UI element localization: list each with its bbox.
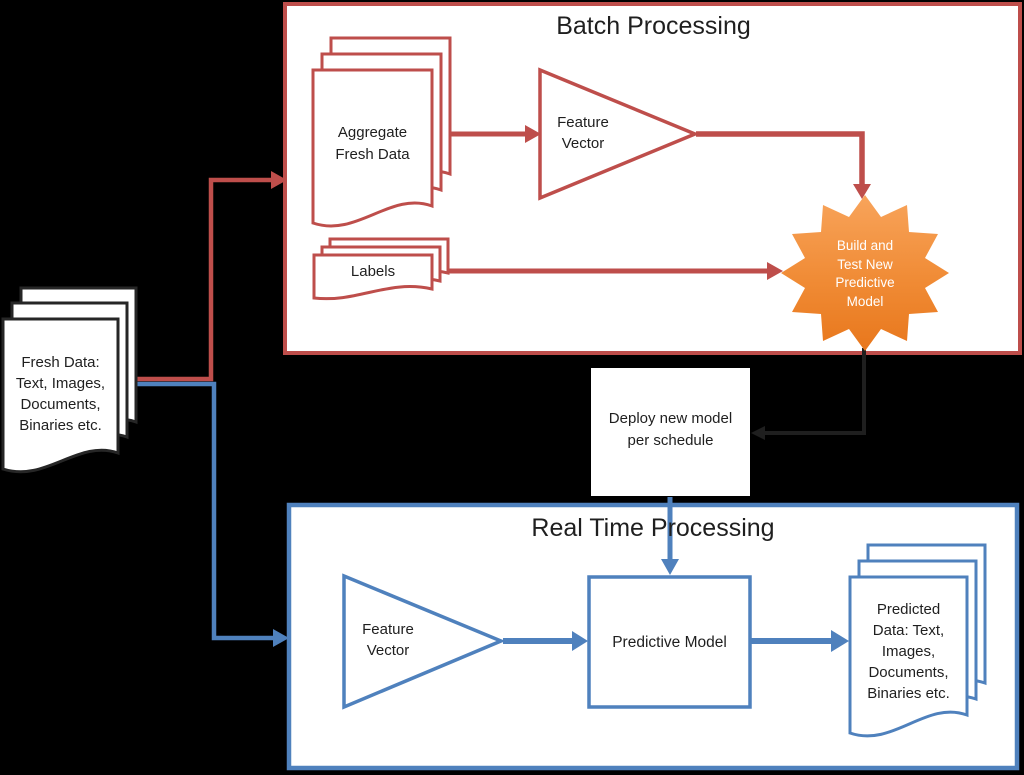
arrowhead-into-model-left — [572, 631, 588, 651]
feature-vector-label-realtime: Feature Vector — [362, 621, 414, 659]
arrowhead-into-batch-funnel — [525, 125, 541, 143]
labels-doc-stack — [312, 237, 450, 301]
batch-section-title: Batch Processing — [285, 11, 1022, 41]
aggregate-doc-stack — [311, 36, 452, 228]
realtime-title-text: Real Time Processing — [531, 514, 775, 542]
deploy-label: Deploy new model per schedule — [608, 410, 733, 449]
fresh-data-label: Fresh Data: Text, Images, Documents, Bin… — [15, 354, 106, 434]
batch-title-text: Batch Processing — [556, 12, 751, 40]
arrowhead-into-batch — [271, 171, 287, 189]
funnel-to-starburst-connector — [696, 131, 865, 186]
source-to-realtime-connector — [137, 381, 274, 641]
arrowhead-into-deploy — [751, 426, 765, 440]
labels-label: Labels — [350, 263, 396, 280]
feature-vector-funnel-realtime — [342, 573, 506, 710]
predictive-model-label: Predictive Model — [612, 634, 727, 651]
fresh-data-doc-stack — [1, 286, 138, 474]
doc-page-front — [311, 68, 434, 228]
arrowhead-into-starburst-top — [853, 184, 871, 199]
build-test-starburst — [781, 195, 949, 351]
feature-vector-label-batch: Feature Vector — [557, 114, 609, 152]
feature-vector-funnel-batch — [538, 67, 700, 201]
arrowhead-into-realtime — [273, 629, 289, 647]
starburst-to-deploy-connector — [751, 348, 866, 440]
predicted-data-label: Predicted Data: Text, Images, Documents,… — [867, 601, 950, 702]
doc-page-front — [312, 253, 434, 301]
arrowhead-into-starburst-left — [767, 262, 783, 280]
source-to-batch-connector — [137, 177, 272, 382]
predicted-data-doc-stack — [848, 543, 987, 738]
aggregate-label: Aggregate Fresh Data — [335, 124, 410, 163]
realtime-section-title: Real Time Processing — [287, 513, 1019, 543]
starburst-label: Build and Test New Predictive Model — [835, 238, 895, 309]
predictive-model-box — [587, 575, 752, 709]
deploy-box-shape — [591, 368, 750, 496]
doc-page-front — [1, 317, 120, 474]
doc-page-front — [848, 575, 969, 738]
arrowhead-into-predicted — [831, 630, 849, 652]
arrowhead-into-model-top — [661, 559, 679, 575]
